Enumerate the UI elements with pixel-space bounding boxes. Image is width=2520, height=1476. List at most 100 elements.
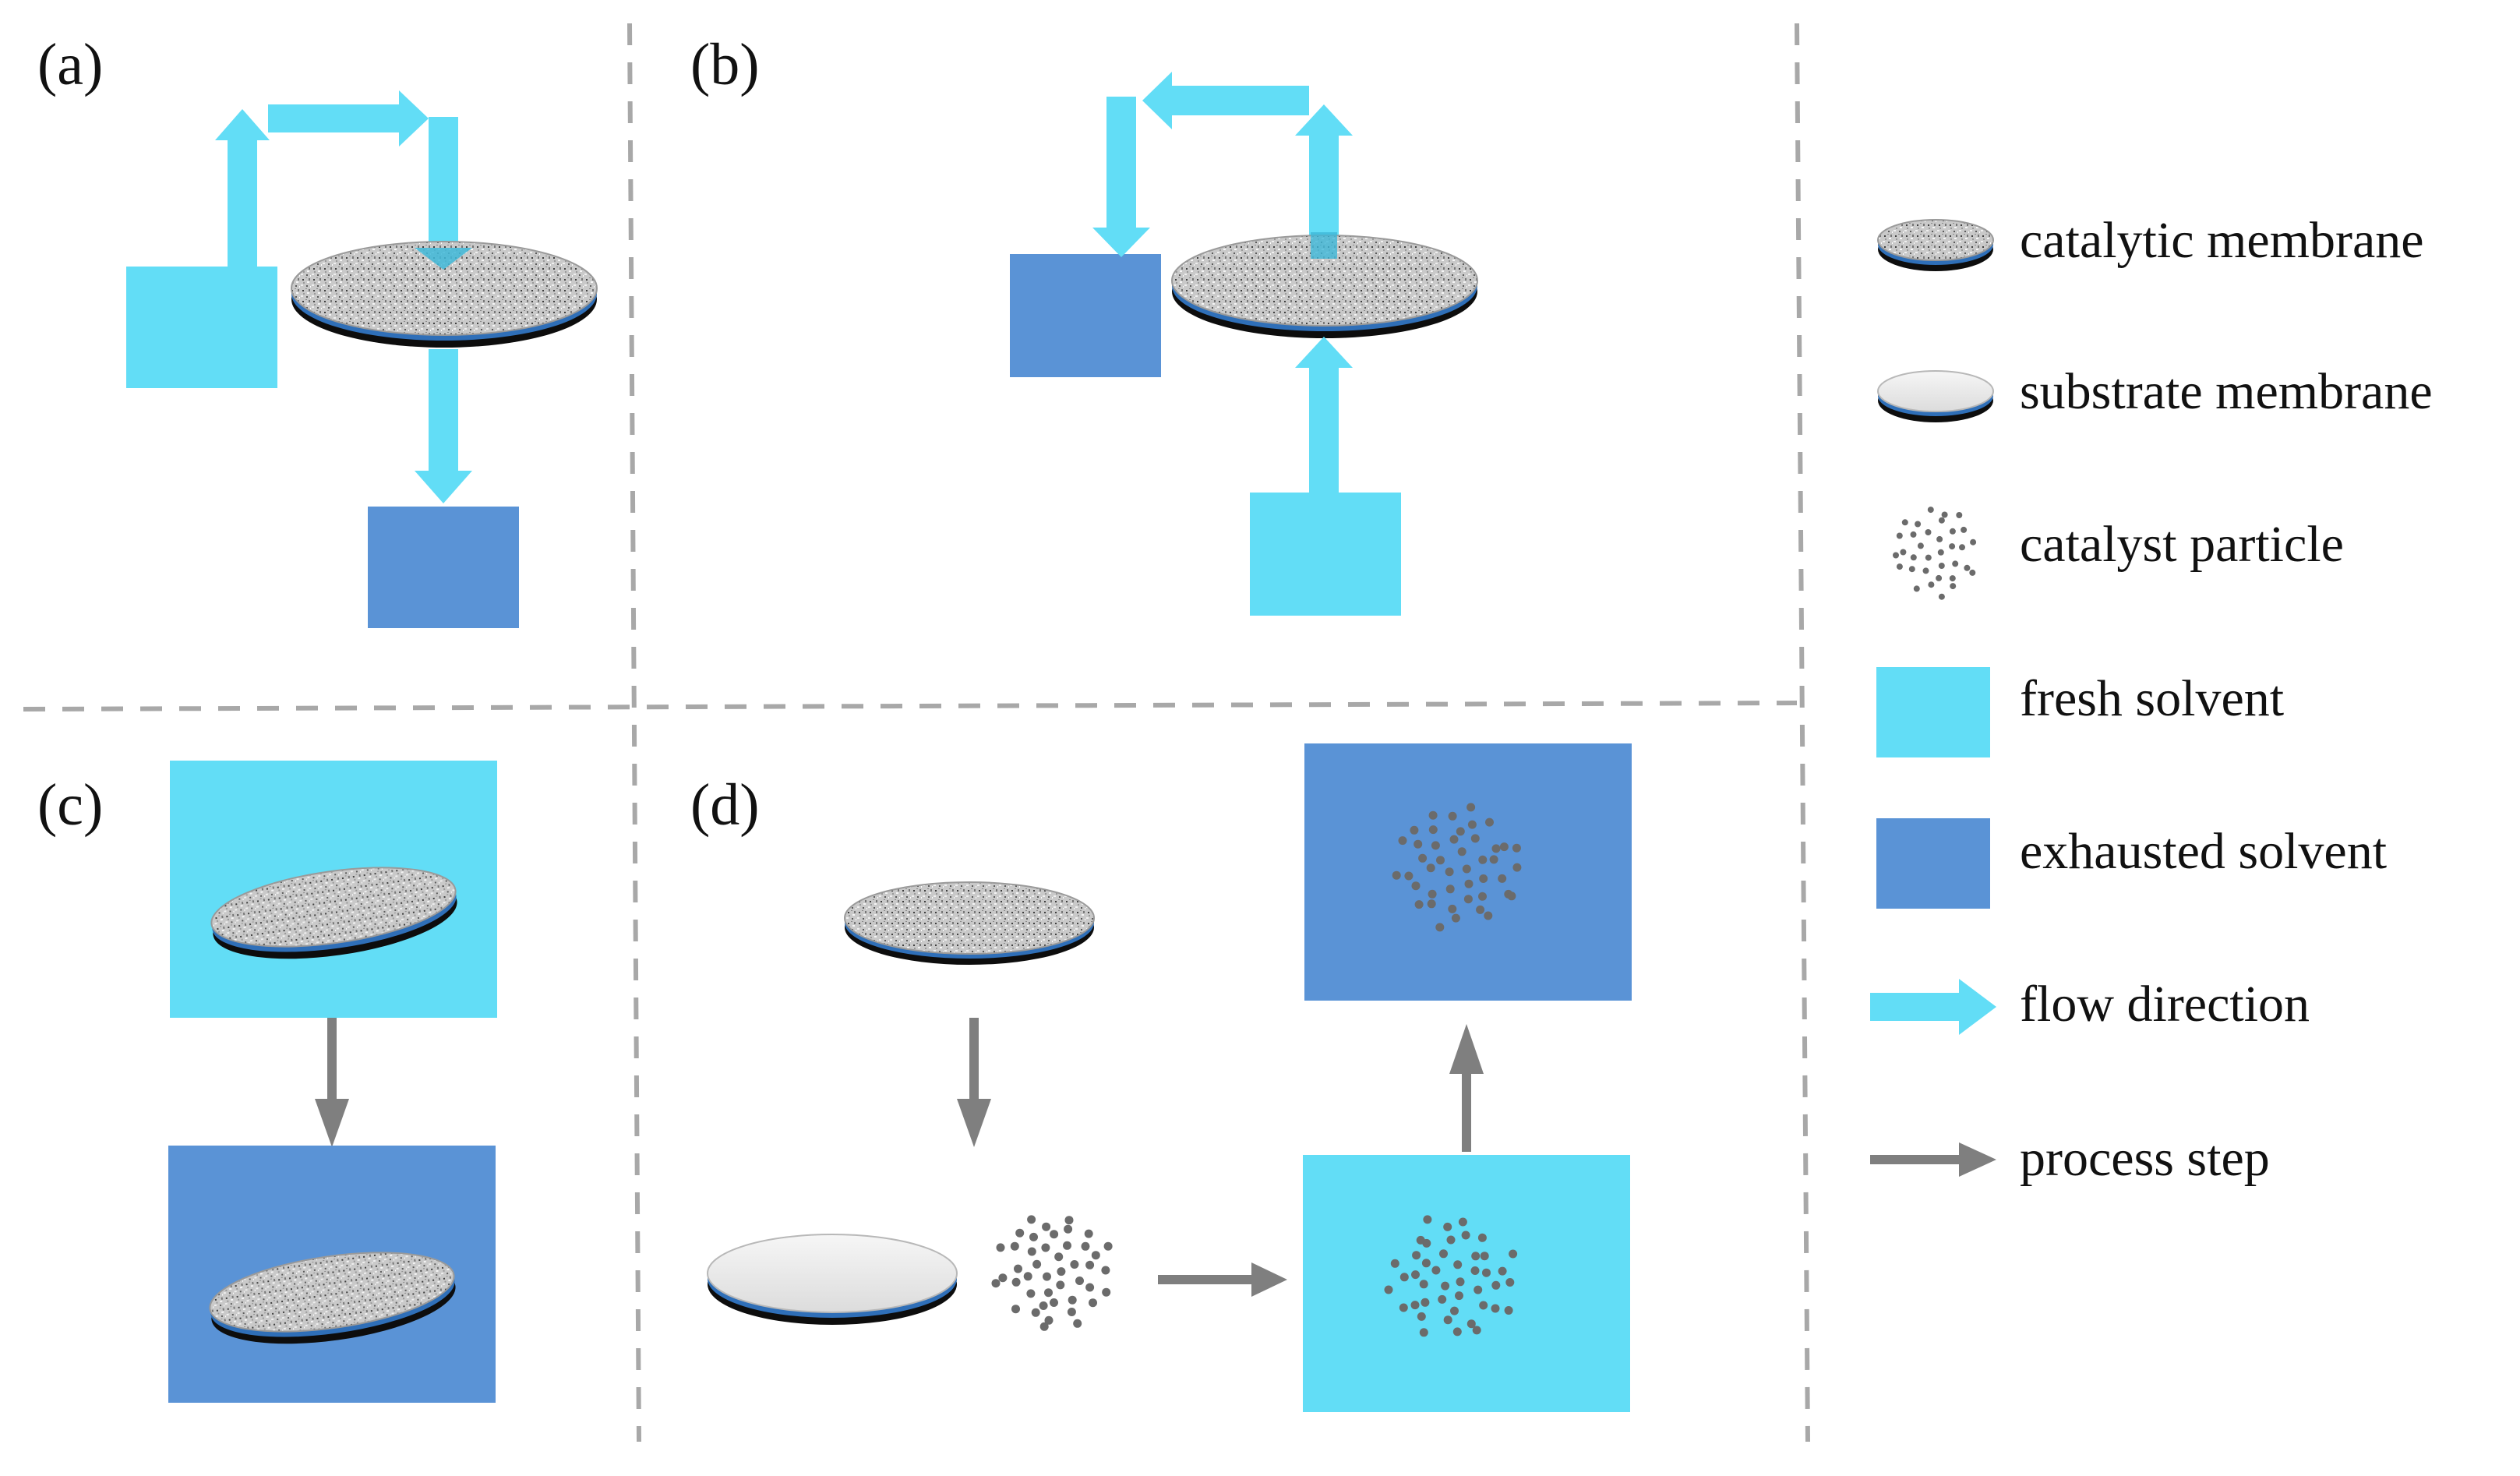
catalyst-particle-dot [1913, 585, 1920, 592]
panel-a [126, 90, 598, 628]
divider-vertical-left [627, 23, 641, 1442]
catalyst-particle-dot [1941, 511, 1948, 518]
catalyst-particle-dot [1491, 1304, 1500, 1313]
catalyst-particle-dot [1956, 512, 1963, 518]
flow-arrow [1295, 337, 1353, 496]
catalyst-particle-dot [1015, 1228, 1025, 1238]
catalyst-particle-dot [1499, 842, 1509, 852]
catalyst-particle-dot [1893, 552, 1899, 559]
catalyst-particle-dot [1484, 911, 1493, 920]
panel-label-d: (d) [690, 772, 760, 838]
catalyst-particle-dot [1416, 1235, 1425, 1245]
legend-item-exhausted-solvent: exhausted solvent [1876, 818, 2387, 909]
catalyst-particle-dot [1950, 583, 1957, 590]
process-arrow [1449, 1024, 1484, 1152]
catalyst-particle-dot [1042, 1222, 1051, 1231]
catalyst-particle-dot [1959, 544, 1965, 551]
catalyst-particle-dot [1089, 1298, 1097, 1308]
fresh-solvent-swatch [1876, 667, 1990, 757]
catalyst-particle-dot [1064, 1216, 1074, 1225]
catalyst-particle-dot [1507, 892, 1516, 901]
catalyst-particle-dot [1384, 1285, 1393, 1294]
catalyst-particle-dot [1054, 1252, 1064, 1262]
catalyst-particle-dot [1056, 1280, 1065, 1290]
catalyst-particle-dot [1512, 843, 1521, 853]
catalyst-particle-dot [1448, 904, 1457, 913]
catalyst-particle-dot [1435, 923, 1445, 932]
catalyst-particle-dot [1463, 895, 1473, 904]
catalyst-particle-dot [1910, 531, 1917, 538]
catalyst-particle-dot [1027, 1215, 1036, 1224]
catalyst-particle-dot [1411, 1270, 1420, 1280]
legend-item-catalytic-membrane: catalytic membrane [1877, 212, 2424, 271]
catalyst-particle-dot [1445, 885, 1455, 894]
panel-label-c: (c) [37, 772, 103, 838]
panel-c [168, 761, 497, 1403]
catalytic-membrane [210, 867, 457, 959]
catalyst-particle-dot [1449, 835, 1459, 844]
catalyst-particle-dot [1102, 1287, 1111, 1297]
catalyst-particle-dot [1476, 905, 1485, 914]
catalyst-particle-dot [1504, 1306, 1513, 1315]
catalyst-particle-dot [1057, 1267, 1066, 1276]
catalyst-particle-dot [1448, 811, 1457, 821]
catalyst-particle-dot [1457, 847, 1466, 856]
catalyst-particle-dot [1404, 871, 1414, 881]
substrate-membrane [707, 1234, 958, 1325]
catalyst-particle-dot [1410, 825, 1419, 835]
catalyst-particle-dot [1085, 1260, 1095, 1269]
catalyst-particle-dot [1917, 542, 1924, 549]
catalyst-particle-dot [1937, 549, 1944, 556]
legend-label: flow direction [2020, 976, 2310, 1033]
catalyst-particle-dot [1044, 1288, 1053, 1298]
catalyst-particles [991, 1215, 1113, 1331]
catalyst-particle-dot [1039, 1301, 1048, 1310]
catalyst-particle-dot [1896, 563, 1903, 570]
legend-item-process-step: process step [1870, 1130, 2270, 1187]
substrate-membrane-icon [1877, 370, 1994, 422]
catalyst-particle-dot [1512, 863, 1522, 872]
catalyst-particle-dot [1032, 1259, 1042, 1269]
process-arrow [1158, 1262, 1287, 1297]
panel-label-b: (b) [690, 32, 760, 97]
catalyst-particle-dot [1938, 563, 1945, 569]
catalyst-particle-dot [991, 1279, 1001, 1288]
catalyst-particle-dot [1041, 1243, 1050, 1252]
catalyst-particle-dot [1938, 593, 1945, 600]
fresh-solvent-tank [1303, 1155, 1630, 1412]
catalyst-particle-dot [1414, 900, 1424, 909]
catalyst-particle-dot [1068, 1295, 1077, 1305]
catalyst-particle-dot [1043, 1272, 1051, 1281]
catalyst-particle-dot [1423, 1215, 1432, 1224]
divider-vertical-right [1795, 23, 1810, 1442]
catalyst-particle-dot [1498, 874, 1507, 883]
catalyst-particle-dot [1925, 529, 1932, 535]
catalyst-particle-dot [1970, 538, 1977, 546]
catalyst-particle-dot [1474, 1285, 1483, 1294]
legend: catalytic membrane substrate membrane ca… [1870, 212, 2433, 1187]
catalyst-particle-dot [1498, 1266, 1507, 1276]
catalyst-particle-dot [1421, 1298, 1430, 1307]
catalyst-particle-dot [1399, 1303, 1408, 1312]
panel-b [1010, 72, 1478, 616]
catalyst-particle-dot [1103, 1241, 1113, 1251]
catalyst-particle-dot [1443, 1315, 1452, 1325]
catalyst-particle-dot [1471, 1252, 1481, 1261]
catalyst-particle-dot [1949, 543, 1956, 550]
legend-label: catalyst particle [2020, 516, 2344, 573]
catalyst-particle-dot [1075, 1276, 1084, 1285]
legend-item-substrate-membrane: substrate membrane [1877, 363, 2433, 422]
catalyst-particle-dot [1900, 549, 1907, 556]
catalyst-particle-dot [1445, 867, 1454, 877]
catalytic-membrane [291, 241, 598, 348]
catalyst-particle-dot [1064, 1224, 1073, 1234]
catalyst-particle-dot [1470, 1266, 1480, 1275]
catalyst-particle-dot [1443, 1222, 1452, 1231]
catalyst-particle-dot [1050, 1230, 1059, 1239]
legend-label: substrate membrane [2020, 363, 2433, 420]
panel-dividers [23, 23, 1810, 1442]
catalyst-particle-dot [1011, 1277, 1021, 1287]
catalyst-particle-dot [1427, 899, 1436, 909]
catalyst-particle-dot [1485, 817, 1494, 827]
